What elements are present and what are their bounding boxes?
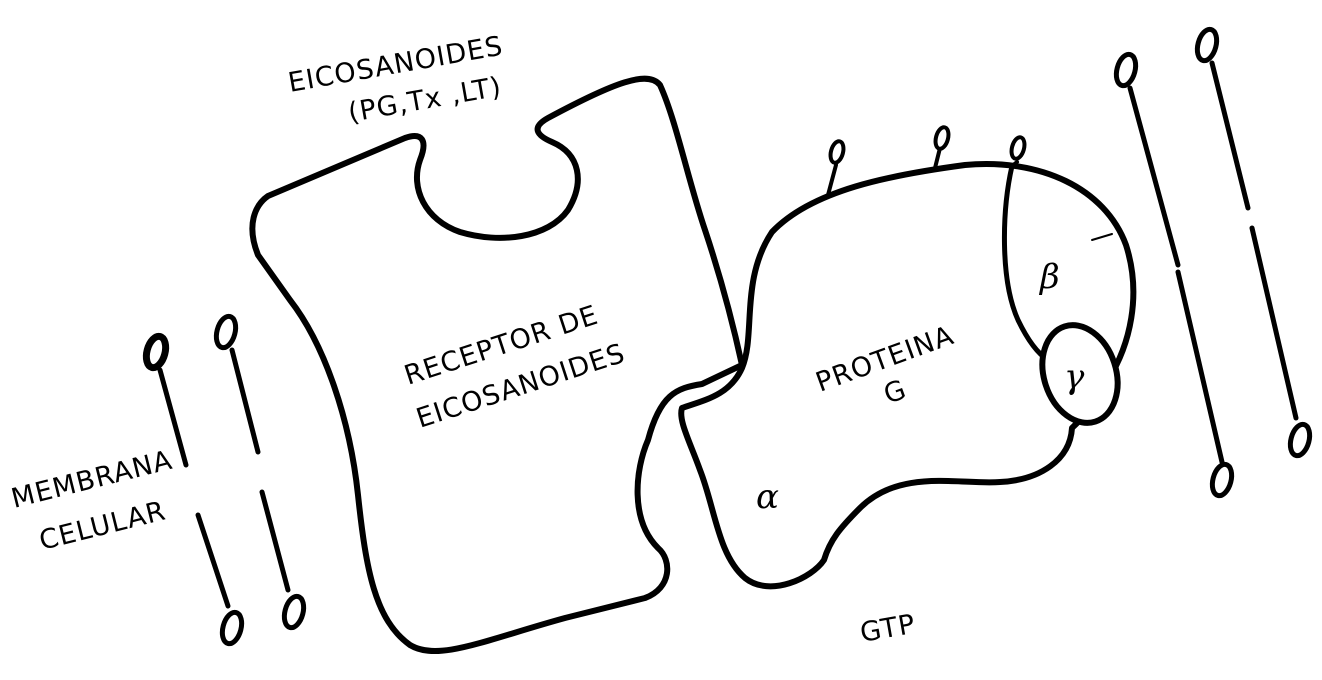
beta-subunit-label: β xyxy=(1038,257,1060,297)
beta-tick xyxy=(1092,234,1112,240)
eicosanoid-receptor-shape xyxy=(252,79,742,651)
membrane-lipids-left xyxy=(143,314,307,646)
gamma-subunit-label: γ xyxy=(1064,357,1085,397)
protein-g-label-line2: G xyxy=(880,374,911,411)
membrane-lipids-right xyxy=(1113,27,1313,498)
alpha-subunit-label: α xyxy=(756,477,779,517)
gtp-label: GTP xyxy=(858,609,918,649)
